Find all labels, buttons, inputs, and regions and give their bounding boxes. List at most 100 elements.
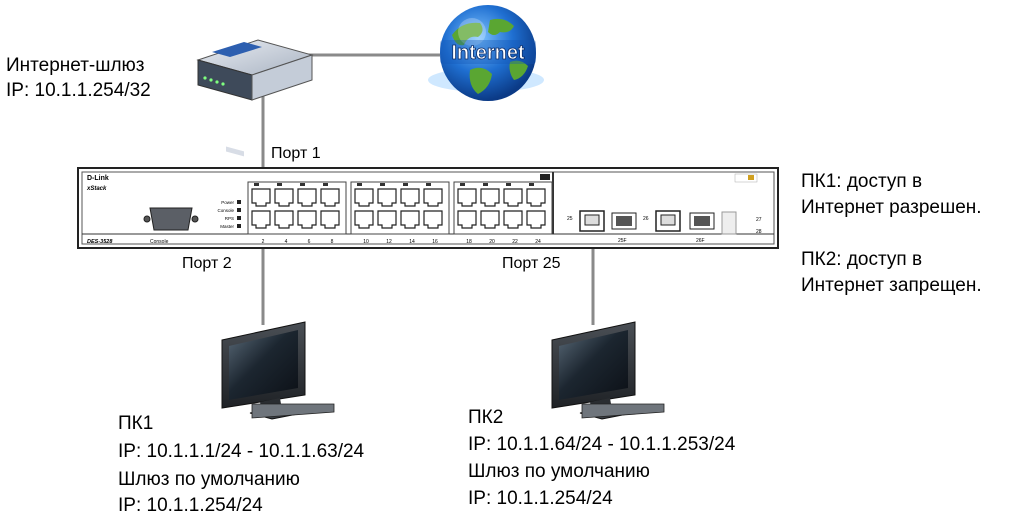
switch-series: xStack <box>86 186 107 192</box>
port-led <box>254 183 259 186</box>
combo-label-28: 28 <box>756 229 762 235</box>
port-led <box>300 183 305 186</box>
led-console-indicator <box>237 208 241 212</box>
gateway-ip: IP: 10.1.1.254/32 <box>6 80 151 101</box>
pc2-ip-range: IP: 10.1.1.64/24 - 10.1.1.253/24 <box>468 434 736 455</box>
port-number-label: 24 <box>535 239 541 245</box>
rj45-port <box>526 210 546 229</box>
port-number-label: 6 <box>308 239 311 245</box>
rj45-port <box>354 210 374 229</box>
port-led <box>529 183 534 186</box>
rj45-port <box>503 210 523 229</box>
rj45-port <box>457 210 477 229</box>
port-number-label: 20 <box>489 239 495 245</box>
port-bank-2 <box>350 181 450 235</box>
led-label-rps: RPS <box>225 216 234 221</box>
rj45-port <box>377 210 397 229</box>
pc2-gateway-label: Шлюз по умолчанию <box>468 461 650 482</box>
switch-model: DES-3528 <box>87 239 113 245</box>
port-led <box>380 183 385 186</box>
rj45-port <box>354 188 374 207</box>
rj45-port <box>423 188 443 207</box>
port-led <box>426 183 431 186</box>
port1-label: Порт 1 <box>271 145 321 162</box>
combo-label-26: 26 <box>643 216 649 222</box>
port-number-label: 18 <box>466 239 472 245</box>
rj45-port <box>274 210 294 229</box>
rj45-port <box>480 188 500 207</box>
port-number-label: 12 <box>386 239 392 245</box>
rj45-port <box>423 210 443 229</box>
pc2-policy-line1: ПК2: доступ в <box>801 249 923 270</box>
port-led <box>403 183 408 186</box>
pc1-monitor-icon <box>221 321 335 420</box>
rj45-port <box>457 188 477 207</box>
gateway-name: Интернет-шлюз <box>6 55 145 76</box>
port-led <box>357 183 362 186</box>
combo-ports <box>579 173 758 235</box>
rj45-port <box>320 188 340 207</box>
rj45-port <box>503 188 523 207</box>
led-label-master: Master <box>220 224 234 229</box>
rj45-port <box>251 210 271 229</box>
port-led <box>506 183 511 186</box>
console-port-icon <box>143 207 199 231</box>
led-power-indicator <box>237 200 241 204</box>
rj45-port <box>297 188 317 207</box>
rj45-port <box>251 188 271 207</box>
rj45-port <box>377 188 397 207</box>
port2-label: Порт 2 <box>182 255 232 272</box>
link-led-strip <box>540 174 550 180</box>
pc1-ip-range: IP: 10.1.1.1/24 - 10.1.1.63/24 <box>118 441 365 462</box>
port-number-label: 22 <box>512 239 518 245</box>
pc1-gateway-label: Шлюз по умолчанию <box>118 469 300 490</box>
pc1-policy-line1: ПК1: доступ в <box>801 171 923 192</box>
combo-label-25f: 25F <box>618 238 627 244</box>
led-master-indicator <box>237 224 241 228</box>
port-number-label: 2 <box>262 239 265 245</box>
pc2-policy-line2: Интернет запрещен. <box>801 275 982 296</box>
port25-label: Порт 25 <box>502 255 561 272</box>
led-rps-indicator <box>237 216 241 220</box>
rj45-port <box>400 210 420 229</box>
led-label-power: Power <box>221 200 234 205</box>
port-led <box>460 183 465 186</box>
rj45-port <box>320 210 340 229</box>
pc1-gateway-ip: IP: 10.1.1.254/24 <box>118 495 263 516</box>
pc2-monitor-icon <box>551 321 665 420</box>
pc1-name: ПК1 <box>118 413 154 434</box>
port-number-label: 10 <box>363 239 369 245</box>
internet-label: Internet <box>451 42 525 64</box>
switch-console-label: Console <box>150 239 169 245</box>
pc2-gateway-ip: IP: 10.1.1.254/24 <box>468 488 613 509</box>
router-icon <box>196 39 314 157</box>
combo-label-26f: 26F <box>696 238 705 244</box>
rj45-port-banks <box>247 174 553 235</box>
switch-device <box>77 167 779 249</box>
port-number-label: 8 <box>331 239 334 245</box>
rj45-port <box>526 188 546 207</box>
combo-label-25: 25 <box>567 216 573 222</box>
led-label-console: Console <box>217 208 234 213</box>
rj45-port <box>297 210 317 229</box>
pc1-policy-line2: Интернет разрешен. <box>801 197 982 218</box>
globe-icon <box>428 5 544 101</box>
combo-label-27: 27 <box>756 217 762 223</box>
port-led <box>483 183 488 186</box>
switch-brand: D-Link <box>87 175 109 182</box>
port-led <box>323 183 328 186</box>
port-number-label: 14 <box>409 239 415 245</box>
port-led <box>277 183 282 186</box>
port-number-label: 4 <box>285 239 288 245</box>
rj45-port <box>400 188 420 207</box>
pc2-name: ПК2 <box>468 407 504 428</box>
port-bank-1 <box>247 181 347 235</box>
rj45-port <box>480 210 500 229</box>
port-bank-3 <box>453 181 553 235</box>
port-number-label: 16 <box>432 239 438 245</box>
rj45-port <box>274 188 294 207</box>
